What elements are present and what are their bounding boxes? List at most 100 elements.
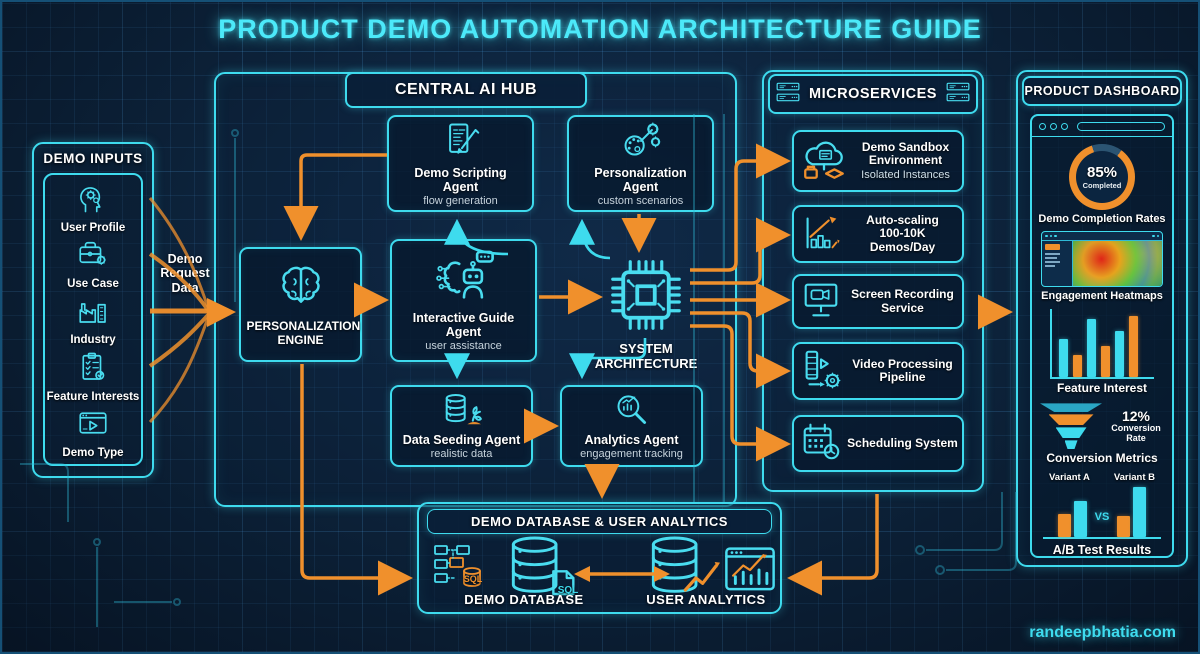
completion-label: Demo Completion Rates — [1038, 213, 1166, 225]
demo-database-label: DEMO DATABASE — [464, 592, 584, 607]
node-title: Demo Scripting Agent — [414, 165, 507, 194]
node-title: Data Seeding Agent — [402, 433, 521, 448]
service-title: Auto-scaling 100-10K Demos/Day — [866, 212, 939, 254]
completion-value: 85% — [1086, 164, 1118, 181]
feature-interest-bars — [1059, 309, 1150, 378]
brain-robot-icon — [433, 249, 495, 310]
heatmap-sidebar — [1042, 241, 1073, 287]
page-title: PRODUCT DEMO AUTOMATION ARCHITECTURE GUI… — [218, 14, 982, 44]
window-dot — [1050, 122, 1057, 130]
input-item-label: Demo Type — [62, 446, 124, 459]
input-item-label: Use Case — [67, 278, 119, 291]
node-title: Interactive Guide Agent — [412, 310, 515, 339]
database-analytics-header: DEMO DATABASE & USER ANALYTICS — [427, 509, 772, 534]
video-player-icon — [75, 405, 111, 446]
interactive-guide-agent-node: Interactive Guide Agent user assistance — [390, 239, 537, 362]
conversion-label: Conversion Metrics — [1046, 451, 1158, 466]
heatmap-widget — [1041, 231, 1163, 288]
briefcase-icon — [75, 236, 111, 277]
product-dashboard-header: PRODUCT DASHBOARD — [1022, 76, 1182, 106]
schema-diagram-icon — [431, 541, 483, 598]
node-title: Personalization Agent — [594, 165, 687, 194]
heatmap-titlebar — [1042, 232, 1162, 242]
node-title: Analytics Agent — [584, 433, 679, 448]
ab-variant-bars — [1117, 487, 1147, 537]
window-dot — [1061, 122, 1068, 130]
sql-file-badge: SQL — [557, 585, 579, 596]
address-bar[interactable] — [1077, 121, 1165, 131]
list-item: Use Case — [67, 236, 119, 290]
user-analytics-db-icon — [637, 534, 723, 603]
heatmap-label: Engagement Heatmaps — [1041, 290, 1163, 303]
input-item-label: Feature Interests — [46, 390, 140, 403]
data-seeding-agent-node: Data Seeding Agent realistic data — [390, 385, 533, 467]
variant-a-label: Variant A — [1049, 471, 1090, 483]
sql-badge: SQL — [463, 574, 483, 584]
screen-recording-icon — [798, 277, 844, 326]
dashboard-browser-window: 85% Completed Demo Completion Rates — [1030, 114, 1174, 558]
magnifier-chart-icon — [610, 391, 654, 432]
service-title: Demo Sandbox Environment — [861, 139, 950, 168]
heatmap-canvas — [1073, 241, 1162, 287]
completion-gauge-ring: 85% Completed — [1069, 144, 1135, 210]
user-profile-icon — [75, 180, 111, 221]
analytics-browser-icon — [723, 544, 777, 601]
demo-inputs-panel: DEMO INPUTS User Profile Use Case Indust… — [32, 142, 154, 478]
list-item: Industry — [70, 292, 116, 347]
vs-label: VS — [1094, 511, 1110, 523]
demo-request-data-label: Demo Request Data — [160, 252, 210, 295]
system-architecture-label: SYSTEM ARCHITECTURE — [594, 341, 698, 371]
node-subtitle: custom scenarios — [597, 194, 684, 207]
script-pen-icon — [439, 120, 483, 165]
palette-gears-icon — [619, 120, 663, 165]
product-dashboard-title: PRODUCT DASHBOARD — [1024, 84, 1180, 98]
growth-chart-icon — [798, 209, 844, 260]
conversion-caption: Conversion Rate — [1111, 423, 1161, 444]
database-analytics-title: DEMO DATABASE & USER ANALYTICS — [471, 514, 728, 529]
window-dot — [1039, 122, 1046, 130]
variant-b-label: Variant B — [1113, 471, 1155, 483]
ab-test-widget: Variant A Variant B VS — [1043, 471, 1161, 539]
brain-icon — [273, 262, 329, 319]
database-analytics-panel: DEMO DATABASE & USER ANALYTICS SQL SQL D… — [417, 502, 782, 614]
analytics-agent-node: Analytics Agent engagement tracking — [560, 385, 703, 467]
input-item-label: User Profile — [60, 222, 126, 235]
watermark: randeepbhatia.com — [1029, 624, 1176, 641]
node-subtitle: user assistance — [425, 339, 502, 352]
service-auto-scaling: Auto-scaling 100-10K Demos/Day — [792, 205, 964, 263]
service-subtitle: Isolated Instances — [861, 168, 950, 181]
database-plant-icon — [438, 391, 486, 432]
service-title: Screen Recording Service — [851, 287, 954, 315]
browser-toolbar — [1032, 116, 1172, 137]
completion-caption: Completed — [1082, 181, 1122, 190]
user-analytics-label: USER ANALYTICS — [646, 592, 766, 607]
node-subtitle: realistic data — [430, 448, 493, 461]
personalization-agent-node: Personalization Agent custom scenarios — [567, 115, 714, 212]
chip-icon — [604, 253, 688, 342]
demo-inputs-title: DEMO INPUTS — [43, 151, 143, 166]
central-ai-hub-header: CENTRAL AI HUB — [345, 72, 587, 108]
service-title: Scheduling System — [847, 435, 958, 450]
input-item-label: Industry — [70, 334, 116, 347]
service-title: Video Processing Pipeline — [852, 356, 953, 384]
service-screen-recording: Screen Recording Service — [792, 274, 964, 329]
demo-inputs-list: User Profile Use Case Industry Feature I… — [43, 173, 143, 466]
server-icon — [775, 80, 801, 109]
film-gear-icon — [798, 346, 844, 397]
service-demo-sandbox: Demo Sandbox Environment Isolated Instan… — [792, 130, 964, 192]
funnel-icon — [1040, 403, 1102, 450]
cloud-sandbox-icon — [798, 134, 850, 189]
node-subtitle: flow generation — [423, 194, 498, 207]
server-icon — [945, 80, 971, 109]
microservices-header: MICROSERVICES — [768, 74, 978, 114]
ab-variant-bars — [1057, 501, 1087, 537]
conversion-widget: 12% Conversion Rate — [1040, 403, 1164, 450]
conversion-value: 12% — [1121, 408, 1151, 425]
central-ai-hub-title: CENTRAL AI HUB — [394, 81, 538, 98]
node-subtitle: engagement tracking — [580, 448, 683, 461]
demo-database-icon — [497, 534, 583, 603]
service-video-processing: Video Processing Pipeline — [792, 342, 964, 400]
checklist-icon — [75, 349, 111, 390]
node-title: PERSONALIZATION ENGINE — [246, 319, 361, 347]
